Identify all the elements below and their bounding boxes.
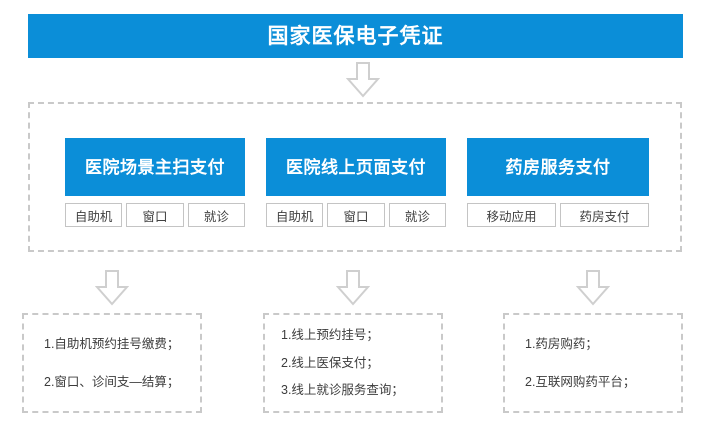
scenario-buttons-3: 移动应用 药房支付 [467,203,649,227]
scenario-button-2-2[interactable]: 窗口 [327,203,385,227]
scenario-title-2: 医院线上页面支付 [286,157,426,177]
outcome-box-2: 1.线上预约挂号； 2.线上医保支付； 3.线上就诊服务查询； [263,313,443,413]
scenario-buttons-1: 自助机 窗口 就诊 [65,203,245,227]
scenario-title-box-2[interactable]: 医院线上页面支付 [266,138,446,196]
scenario-title-1: 医院场景主扫支付 [85,157,225,177]
scenario-button-1-2[interactable]: 窗口 [126,203,184,227]
scenario-button-3-1[interactable]: 移动应用 [467,203,556,227]
scenario-title-3: 药房服务支付 [505,157,611,177]
down-arrow-branch-3-icon [576,270,610,306]
scenario-button-3-2[interactable]: 药房支付 [560,203,649,227]
page-title: 国家医保电子凭证 [267,24,444,48]
down-arrow-branch-1-icon [95,270,129,306]
scenario-column-3: 药房服务支付 移动应用 药房支付 [467,138,649,227]
outcome-line-3-2: 2.互联网购药平台； [525,375,636,389]
scenario-column-1: 医院场景主扫支付 自助机 窗口 就诊 [65,138,245,227]
scenario-button-2-3[interactable]: 就诊 [388,203,446,227]
scenario-column-2: 医院线上页面支付 自助机 窗口 就诊 [266,138,446,227]
scenario-buttons-2: 自助机 窗口 就诊 [266,203,446,227]
outcome-line-1-2: 2.窗口、诊间支—结算； [44,375,180,389]
outcome-line-2-2: 2.线上医保支付； [281,355,379,370]
outcome-line-2-3: 3.线上就诊服务查询； [281,383,404,398]
scenario-button-1-1[interactable]: 自助机 [65,203,123,227]
scenario-title-box-3[interactable]: 药房服务支付 [467,138,649,196]
down-arrow-branch-2-icon [336,270,370,306]
outcome-box-3: 1.药房购药； 2.互联网购药平台； [503,313,683,413]
outcome-line-2-1: 1.线上预约挂号； [281,328,379,343]
scenario-title-box-1[interactable]: 医院场景主扫支付 [65,138,245,196]
diagram-header-bar: 国家医保电子凭证 [28,14,683,58]
down-arrow-top-icon [346,62,380,98]
outcome-line-3-1: 1.药房购药； [525,336,598,351]
outcome-box-1: 1.自助机预约挂号缴费； 2.窗口、诊间支—结算； [22,313,202,413]
outcome-line-1-1: 1.自助机预约挂号缴费； [44,336,180,351]
scenario-button-1-3[interactable]: 就诊 [187,203,245,227]
scenario-button-2-1[interactable]: 自助机 [266,203,324,227]
scenarios-container: 医院场景主扫支付 自助机 窗口 就诊 医院线上页面支付 自助机 窗口 就诊 药房… [28,102,682,252]
